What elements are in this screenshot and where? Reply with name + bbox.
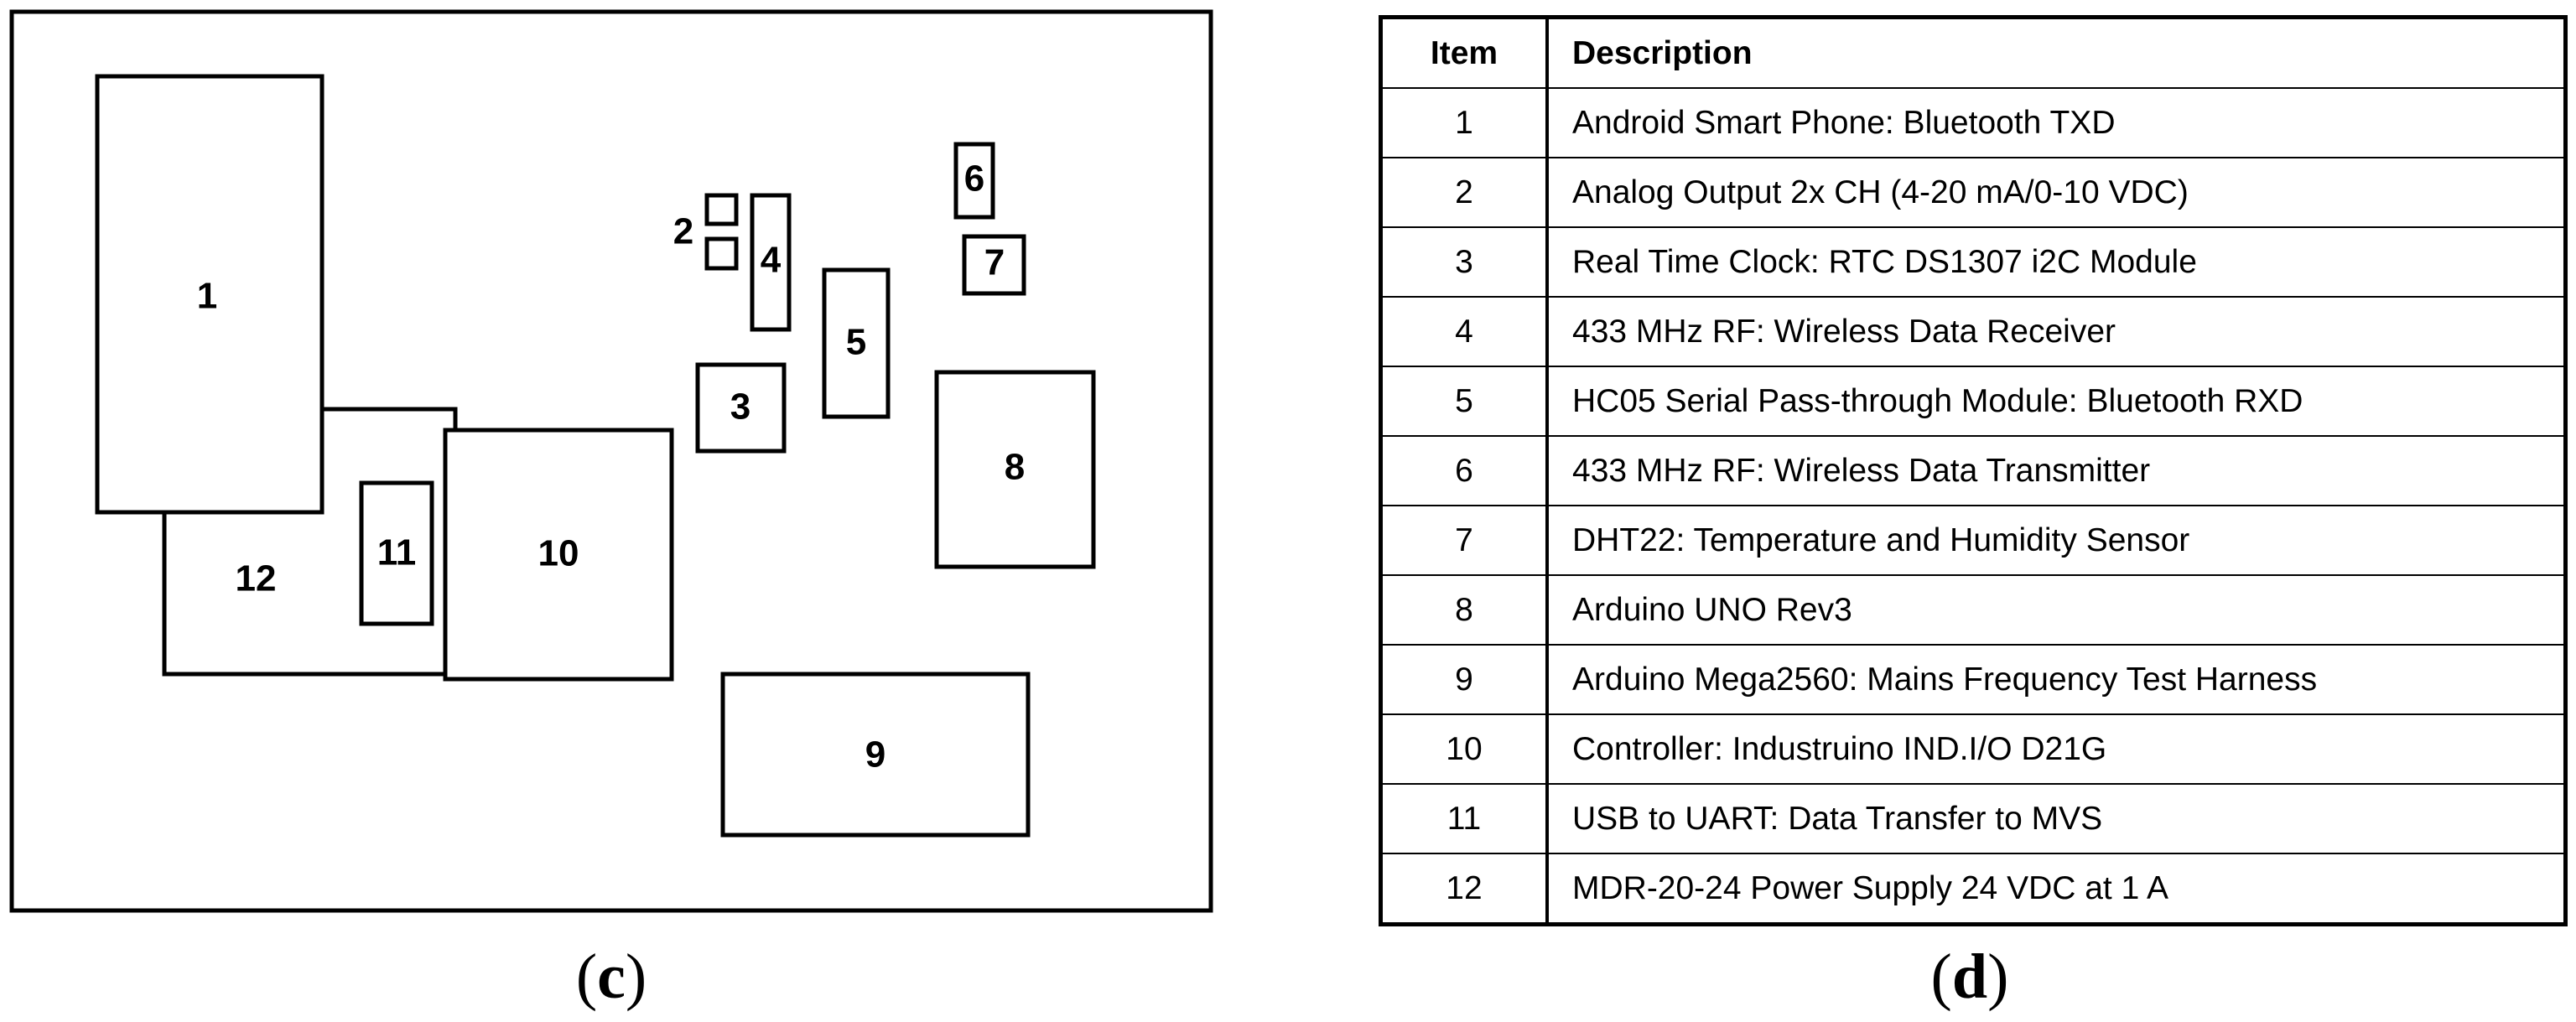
- component-label-7: 7: [984, 242, 1005, 283]
- component-3: [695, 362, 787, 454]
- component-label-4: 4: [761, 240, 782, 281]
- cell-description: DHT22: Temperature and Humidity Sensor: [1546, 505, 2567, 576]
- component-label-1: 1: [197, 276, 217, 317]
- component-1: [95, 74, 325, 515]
- cell-description: USB to UART: Data Transfer to MVS: [1546, 783, 2567, 854]
- component-label-11: 11: [377, 532, 417, 573]
- cell-description: HC05 Serial Pass-through Module: Bluetoo…: [1546, 366, 2567, 437]
- component-label-9: 9: [865, 734, 886, 776]
- cell-item: 7: [1379, 505, 1549, 576]
- header-description: Description: [1546, 16, 2567, 89]
- component-label-2: 2: [673, 211, 693, 252]
- cell-item: 10: [1379, 713, 1549, 785]
- panel-label-c: (c): [576, 942, 647, 1012]
- cell-description: 433 MHz RF: Wireless Data Transmitter: [1546, 435, 2567, 506]
- component-10: [443, 428, 674, 682]
- cell-description: MDR-20-24 Power Supply 24 VDC at 1 A: [1546, 853, 2567, 926]
- cell-item: 8: [1379, 574, 1549, 646]
- board-outline: [9, 9, 1213, 913]
- cell-item: 6: [1379, 435, 1549, 506]
- cell-item: 2: [1379, 157, 1549, 228]
- cell-description: 433 MHz RF: Wireless Data Receiver: [1546, 296, 2567, 367]
- component-5: [822, 267, 891, 419]
- panel-letter-c: c: [597, 942, 626, 1012]
- component-9: [720, 672, 1031, 838]
- cell-item: 5: [1379, 366, 1549, 437]
- cell-item: 1: [1379, 87, 1549, 158]
- cell-description: Arduino Mega2560: Mains Frequency Test H…: [1546, 644, 2567, 715]
- legend-header-row: Item Description: [1379, 16, 2567, 89]
- component-11: [359, 480, 434, 626]
- cell-description: Controller: Industruino IND.I/O D21G: [1546, 713, 2567, 785]
- cell-item: 12: [1379, 853, 1549, 926]
- component-2-a: [704, 193, 739, 226]
- component-6: [953, 142, 995, 220]
- cell-description: Android Smart Phone: Bluetooth TXD: [1546, 87, 2567, 158]
- cell-description: Arduino UNO Rev3: [1546, 574, 2567, 646]
- header-item: Item: [1379, 16, 1549, 89]
- panel-label-d: (d): [1931, 942, 2009, 1012]
- component-label-10: 10: [538, 533, 579, 574]
- component-label-3: 3: [730, 386, 750, 428]
- component-label-5: 5: [846, 322, 866, 363]
- cell-item: 11: [1379, 783, 1549, 854]
- component-label-6: 6: [964, 158, 984, 200]
- component-label-12: 12: [236, 558, 277, 599]
- cell-description: Real Time Clock: RTC DS1307 i2C Module: [1546, 226, 2567, 298]
- cell-description: Analog Output 2x CH (4-20 mA/0-10 VDC): [1546, 157, 2567, 228]
- component-2-b: [704, 236, 739, 271]
- cell-item: 3: [1379, 226, 1549, 298]
- cell-item: 9: [1379, 644, 1549, 715]
- component-8: [934, 370, 1096, 569]
- component-7: [962, 234, 1026, 296]
- cell-item: 4: [1379, 296, 1549, 367]
- component-label-8: 8: [1005, 447, 1025, 488]
- panel-letter-d: d: [1952, 942, 1987, 1012]
- component-4: [750, 193, 792, 332]
